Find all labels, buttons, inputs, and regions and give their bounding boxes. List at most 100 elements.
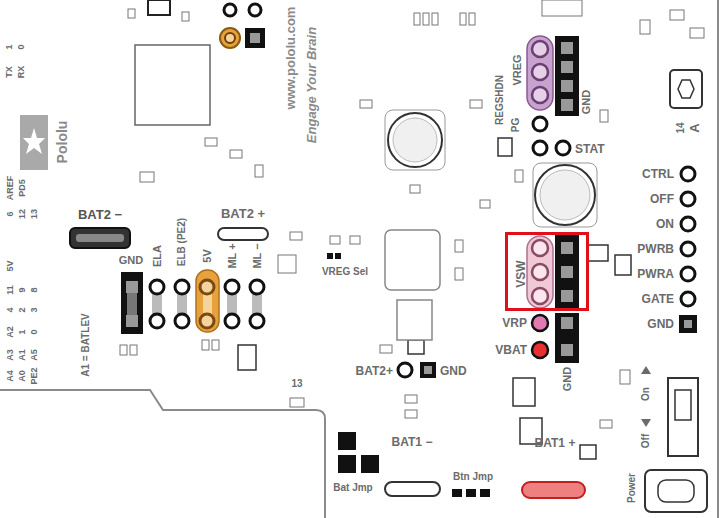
ic-outline: [135, 45, 210, 125]
jumper-trace: [203, 293, 212, 315]
solder-pad: [522, 482, 585, 498]
silkscreen-label: A4: [6, 370, 15, 382]
silkscreen-label: GND: [440, 365, 467, 377]
silkscreen-label: BAT2 +: [221, 207, 265, 220]
smd-part: [130, 345, 137, 355]
smd-part: [414, 13, 420, 25]
silkscreen-label: A0: [18, 370, 27, 382]
smd-part: [290, 232, 302, 240]
pad: [175, 314, 189, 328]
silkscreen-label: 14: [676, 122, 686, 133]
pad: [532, 41, 548, 57]
jumper-trace: [127, 293, 137, 315]
inductor-outline: [385, 230, 440, 290]
silkscreen-label: 5V: [6, 260, 15, 271]
smd-part: [455, 240, 463, 252]
ground-strip: [555, 235, 579, 309]
silkscreen-label: Bat Jmp: [333, 483, 372, 493]
smd-part: [515, 170, 523, 182]
pad-square: [245, 28, 265, 48]
direction-arrow: [641, 366, 651, 374]
pad-square: [126, 281, 138, 293]
smd-part: [455, 268, 463, 280]
silkscreen-label: 0: [17, 44, 26, 49]
direction-arrow: [641, 419, 651, 427]
silkscreen-label: ELB (PE2): [177, 218, 187, 266]
silkscreen-label: A3: [6, 349, 15, 361]
solder-jumper: [361, 455, 379, 473]
smd-part: [470, 100, 482, 108]
smd-part: [640, 20, 650, 34]
logo-star: [23, 128, 45, 154]
jumper-trace: [252, 293, 262, 315]
silkscreen-label: PWRA: [637, 268, 674, 280]
push-button: [678, 80, 694, 98]
silkscreen-label: 1: [5, 44, 14, 49]
inductor-outline: [533, 163, 597, 227]
solder-jumper: [466, 489, 476, 497]
silkscreen-label: Engage Your Brain: [305, 27, 318, 143]
pin-label: VSW: [515, 260, 527, 287]
board-outline: [717, 0, 719, 518]
push-button: [645, 470, 707, 512]
inductor: [540, 170, 590, 220]
smd-part: [350, 236, 360, 244]
smd-part: [380, 345, 392, 353]
smd-part: [330, 236, 340, 244]
pad: [225, 314, 239, 328]
smd-part: [423, 13, 429, 25]
inductor: [388, 113, 442, 167]
silkscreen-label: CTRL: [642, 168, 674, 180]
smd-part: [620, 370, 630, 384]
silkscreen-label: A5: [30, 349, 39, 361]
header-highlight: [196, 270, 219, 332]
silkscreen-label: GND: [119, 255, 143, 266]
solder-pad: [218, 228, 268, 240]
silkscreen-label: 9: [18, 287, 27, 292]
pad-square: [561, 80, 573, 92]
pad: [225, 33, 235, 43]
pad-square: [126, 315, 138, 327]
pad: [532, 288, 548, 304]
pad: [175, 280, 189, 294]
ground-strip: [555, 36, 579, 116]
smd-part: [432, 13, 438, 25]
jumper-trace: [152, 293, 162, 315]
silkscreen-label: 11: [6, 285, 15, 295]
pad: [532, 264, 548, 280]
smd-part: [140, 172, 154, 182]
smd-part: [202, 340, 209, 350]
silkscreen-label: Power: [627, 473, 637, 503]
silkscreen-label: AREF: [6, 176, 15, 201]
pad-square: [561, 42, 573, 54]
pad-square: [679, 315, 697, 333]
pad: [681, 267, 695, 281]
silkscreen-label: BAT2 −: [78, 208, 122, 221]
pad: [533, 141, 547, 155]
smd-part: [230, 150, 242, 158]
silkscreen-label: RX: [17, 66, 26, 79]
ground-strip: [121, 272, 143, 334]
pad: [556, 141, 570, 155]
smd-part: [360, 100, 372, 108]
silkscreen-label: 1: [18, 329, 27, 334]
smd-part: [690, 28, 704, 38]
smd-part: [460, 13, 466, 25]
pad: [250, 280, 264, 294]
silkscreen-label: PE2: [30, 367, 39, 384]
transistor: [615, 255, 631, 275]
silkscreen-label: Btn Jmp: [453, 472, 493, 482]
smd-part: [600, 420, 612, 428]
solder-pad: [70, 228, 130, 248]
smd-part: [205, 138, 217, 146]
pad: [225, 280, 239, 294]
smd-part: [480, 200, 490, 208]
silkscreen-label: GND: [647, 318, 674, 330]
pad-square: [561, 266, 573, 278]
pad-square: [420, 362, 436, 378]
smd-part: [542, 0, 582, 16]
silkscreen-label: VREG: [512, 54, 523, 85]
silkscreen-label: PG: [511, 118, 521, 132]
